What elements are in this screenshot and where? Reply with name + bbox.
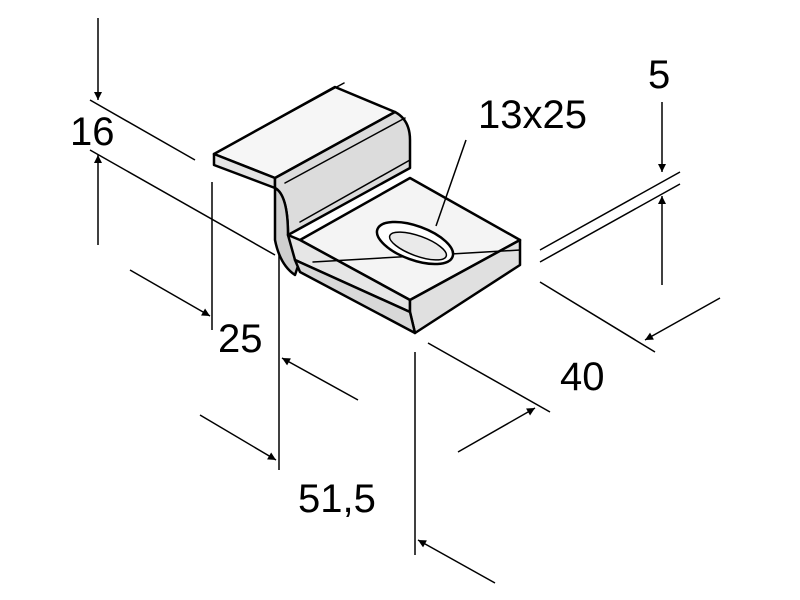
dim-40-arrow-top xyxy=(644,297,721,341)
clamp-bracket xyxy=(212,82,522,335)
dim-40-label: 40 xyxy=(560,355,605,399)
dim-16-label: 16 xyxy=(70,110,115,154)
dim-slot-label: 13x25 xyxy=(478,93,587,137)
dim-25-arrow-left xyxy=(129,269,211,317)
dimension-labels: 16 13x25 5 25 40 51,5 xyxy=(70,53,670,521)
dim-40-arrow-bottom xyxy=(457,407,536,453)
extension-lines xyxy=(89,99,681,555)
dim-51-5-arrow-left xyxy=(199,414,277,461)
slot-hole-inner xyxy=(388,231,448,261)
dim-25-label: 25 xyxy=(218,317,263,361)
slot-leader-line xyxy=(435,139,467,227)
dimension-arrows xyxy=(94,18,721,584)
foot-left-face xyxy=(293,258,417,335)
dim-5-label: 5 xyxy=(648,53,670,97)
foot-front-face xyxy=(408,238,522,335)
dim-51-5-arrow-right xyxy=(417,539,496,584)
dim-51-5-label: 51,5 xyxy=(298,477,376,521)
dim-25-arrow-right xyxy=(281,357,359,401)
